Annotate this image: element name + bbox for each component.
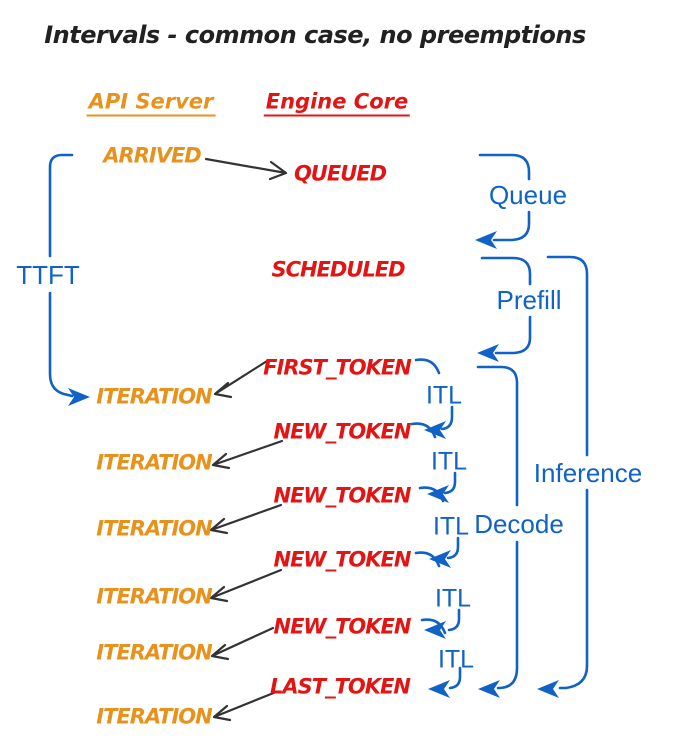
interval-label-itl-2: ITL	[430, 447, 468, 476]
event-iteration-2: ITERATION	[96, 450, 212, 475]
arrow-new-token3-to-iteration	[209, 568, 283, 603]
event-new-token-2: NEW_TOKEN	[273, 483, 412, 508]
event-iteration-5: ITERATION	[96, 640, 212, 665]
interval-label-inference: Inference	[533, 458, 643, 488]
arrow-first-token-to-iteration	[213, 359, 269, 399]
interval-label-itl-4: ITL	[434, 584, 472, 613]
column-header-api-server: API Server	[86, 91, 216, 117]
event-iteration-6: ITERATION	[96, 704, 212, 729]
arrow-new-token1-to-iteration	[211, 439, 284, 470]
event-queued: QUEUED	[293, 161, 387, 186]
event-last-token: LAST_TOKEN	[270, 674, 411, 699]
column-header-engine-core: Engine Core	[263, 91, 411, 117]
ttft-bracket	[48, 153, 90, 406]
interval-label-ttft: TTFT	[16, 260, 80, 290]
event-new-token-4: NEW_TOKEN	[273, 614, 412, 639]
event-iteration-1: ITERATION	[96, 384, 212, 409]
arrow-new-token2-to-iteration	[209, 503, 283, 535]
diagram-title: Intervals - common case, no preemptions	[44, 21, 586, 49]
prefill-bracket	[477, 256, 532, 362]
event-new-token-1: NEW_TOKEN	[273, 419, 412, 444]
interval-label-queue: Queue	[488, 180, 568, 210]
queue-bracket	[475, 153, 531, 249]
decode-bracket	[476, 365, 519, 698]
event-iteration-4: ITERATION	[96, 584, 212, 609]
interval-label-itl-5: ITL	[437, 645, 475, 674]
event-scheduled: SCHEDULED	[271, 257, 405, 282]
interval-label-prefill: Prefill	[496, 285, 562, 315]
event-first-token: FIRST_TOKEN	[263, 355, 412, 380]
event-arrived: ARRIVED	[103, 143, 201, 168]
event-new-token-3: NEW_TOKEN	[273, 547, 412, 572]
arrow-last-token-to-iteration	[212, 690, 278, 722]
interval-label-decode: Decode	[474, 509, 564, 539]
arrow-arrived-to-queued	[204, 157, 288, 181]
itl-connector-1	[414, 358, 454, 439]
itl-connector-3	[418, 486, 460, 568]
interval-label-itl-3: ITL	[432, 512, 470, 541]
arrow-new-token4-to-iteration	[210, 626, 275, 661]
event-iteration-3: ITERATION	[96, 516, 212, 541]
interval-label-itl-1: ITL	[425, 381, 463, 410]
itl-connector-5	[420, 618, 462, 698]
inference-bracket	[537, 255, 589, 698]
